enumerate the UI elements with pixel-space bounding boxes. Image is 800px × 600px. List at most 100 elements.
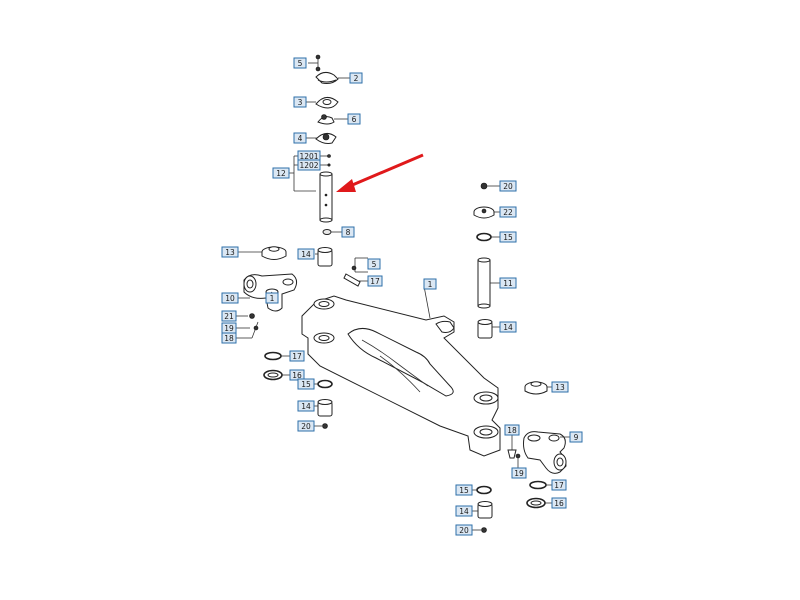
callout-10: 10: [221, 292, 239, 304]
callout-14a: 14: [297, 248, 315, 260]
callout-1-left: 1: [265, 292, 279, 304]
part-11-king-pin-right: [477, 257, 500, 309]
svg-text:14: 14: [301, 250, 311, 259]
callout-18-left: 18: [221, 332, 237, 344]
svg-text:13: 13: [225, 248, 235, 257]
callout-16-right: 16: [551, 497, 567, 509]
callout-5a: 5: [293, 57, 307, 69]
svg-text:14: 14: [301, 402, 311, 411]
callout-labels: 5 2 3 6 4 1201 1202 12 8 13 10 1 21 19 1…: [221, 57, 583, 536]
callout-9: 9: [569, 431, 583, 443]
part-14-bushing-right: [477, 319, 500, 339]
part-20-grease-nipple-right: [472, 527, 487, 533]
part-3-collar: [306, 97, 339, 109]
svg-text:19: 19: [514, 469, 524, 478]
svg-text:1201: 1201: [299, 152, 318, 161]
part-5-bolt-top: [308, 54, 321, 72]
part-15-seal-center: [314, 379, 333, 389]
callout-3: 3: [293, 96, 307, 108]
callout-17-left: 17: [289, 350, 305, 362]
svg-text:18: 18: [507, 426, 517, 435]
callout-21: 21: [221, 310, 237, 322]
svg-text:17: 17: [292, 352, 302, 361]
part-13-bushing-right: [524, 381, 552, 395]
callout-13-right: 13: [551, 381, 569, 393]
svg-text:1: 1: [270, 294, 275, 303]
part-6-bracket: [317, 114, 348, 125]
svg-text:9: 9: [574, 433, 579, 442]
svg-text:15: 15: [301, 380, 311, 389]
part-20-grease-nipple-left: [314, 423, 328, 429]
red-pointer-arrow: [336, 153, 424, 192]
callout-17-right: 17: [551, 479, 567, 491]
part-19-nipple-left: [236, 325, 259, 331]
callout-15-left: 15: [297, 378, 315, 390]
svg-text:14: 14: [503, 323, 513, 332]
part-2-clamp: [315, 71, 350, 84]
svg-text:18: 18: [224, 334, 234, 343]
svg-text:14: 14: [459, 507, 469, 516]
part-20-bolt-top-right: [480, 182, 500, 190]
part-15-seal-bottom-right: [472, 485, 492, 495]
callout-1202: 1202: [297, 159, 321, 171]
callout-4: 4: [293, 132, 307, 144]
svg-text:22: 22: [503, 208, 513, 217]
svg-text:11: 11: [503, 279, 513, 288]
svg-text:19: 19: [224, 324, 234, 333]
svg-text:21: 21: [224, 312, 234, 321]
part-13-bushing-left: [238, 246, 287, 260]
callout-2: 2: [349, 72, 363, 84]
callout-14d: 14: [455, 505, 473, 517]
part-9-steering-knuckle-right: [523, 431, 570, 474]
callout-5b: 5: [367, 258, 381, 270]
callout-20-left: 20: [297, 420, 315, 432]
svg-text:1202: 1202: [299, 161, 318, 170]
svg-text:5: 5: [372, 260, 377, 269]
part-22-cap: [473, 206, 500, 219]
callout-14c: 14: [499, 321, 517, 333]
callout-15-bottom: 15: [455, 484, 473, 496]
callout-18-right: 18: [504, 424, 520, 436]
svg-text:20: 20: [503, 182, 513, 191]
part-21-fitting: [236, 313, 255, 319]
part-17-washer-left: [264, 351, 290, 361]
callout-6: 6: [347, 113, 361, 125]
svg-text:3: 3: [298, 98, 303, 107]
svg-text:10: 10: [225, 294, 235, 303]
svg-text:1: 1: [428, 280, 433, 289]
svg-text:17: 17: [370, 277, 380, 286]
part-14-bushing-top: [315, 247, 333, 267]
svg-text:15: 15: [459, 486, 469, 495]
part-16-washer-left: [263, 369, 290, 381]
svg-text:20: 20: [459, 526, 469, 535]
part-19-nipple-right: [515, 453, 521, 468]
callout-20-bottom: 20: [455, 524, 473, 536]
part-1-axle-beam: [301, 285, 501, 457]
svg-text:17: 17: [554, 481, 564, 490]
callout-22: 22: [499, 206, 517, 218]
callout-1-beam: 1: [423, 278, 437, 290]
svg-text:8: 8: [346, 228, 351, 237]
callout-13-left: 13: [221, 246, 239, 258]
part-17-shim-center: [343, 273, 368, 287]
callout-16-left: 16: [289, 369, 305, 381]
svg-text:20: 20: [301, 422, 311, 431]
callout-8: 8: [341, 226, 355, 238]
svg-text:4: 4: [298, 134, 303, 143]
callout-15-top-right: 15: [499, 231, 517, 243]
svg-text:12: 12: [276, 169, 286, 178]
svg-text:16: 16: [292, 371, 302, 380]
svg-text:6: 6: [352, 115, 357, 124]
callout-11: 11: [499, 277, 517, 289]
part-18-bolt-left: [236, 321, 259, 339]
part-14-bushing-bottom-right: [472, 501, 493, 519]
part-14-bushing-bottom-left: [314, 399, 333, 417]
callout-20-top-right: 20: [499, 180, 517, 192]
svg-text:16: 16: [554, 499, 564, 508]
svg-text:15: 15: [503, 233, 513, 242]
callout-12: 12: [272, 167, 290, 179]
part-12-king-pin: [289, 154, 333, 223]
svg-text:5: 5: [298, 59, 303, 68]
callout-14b: 14: [297, 400, 315, 412]
